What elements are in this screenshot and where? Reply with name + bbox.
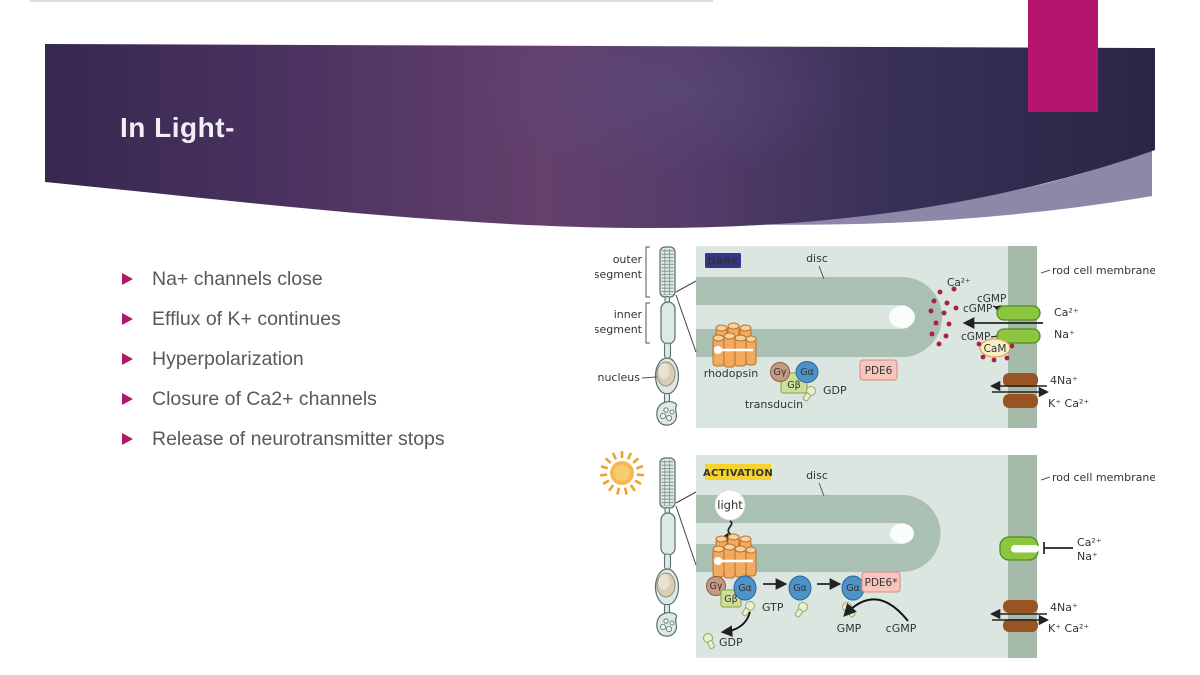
- calcium-ion-dots: [928, 286, 959, 347]
- light-circle: [714, 489, 746, 521]
- k-ca-out-label: K⁺ Ca²⁺: [1048, 622, 1089, 635]
- cgmp-gated-channel-open: [996, 328, 1041, 344]
- g-beta-label: Gβ: [724, 594, 737, 605]
- cam-label: CaM: [984, 343, 1007, 355]
- bullet-text: Release of neurotransmitter stops: [152, 427, 445, 450]
- ca-in-label: Ca²⁺: [1054, 306, 1079, 319]
- svg-text:Gα: Gα: [846, 583, 860, 594]
- exchanger-transporter: [1003, 619, 1038, 632]
- disc-hairpin: [696, 495, 941, 572]
- cgmp-label: cGMP: [961, 331, 990, 343]
- pde6-active-box: [861, 571, 901, 593]
- bullet-text: Closure of Ca2+ channels: [152, 387, 377, 410]
- list-item: Closure of Ca2+ channels: [122, 379, 445, 419]
- transducin-label: transducin: [745, 398, 803, 411]
- g-gamma-subunit: [770, 362, 790, 382]
- pde6-active-label: PDE6*: [865, 577, 898, 589]
- dark-panel: DARK disc rhodopsin Gγ Gβ Gα GDP transdu…: [595, 246, 1155, 428]
- light-label: light: [717, 498, 743, 512]
- gdp-release-arrow: [720, 611, 751, 637]
- exchanger-transporter: [1003, 394, 1038, 408]
- exchanger-transporter: [1003, 373, 1038, 387]
- cgmp-hydrolysis-arrow: [843, 598, 909, 622]
- na-in-label: Na⁺: [1054, 328, 1075, 341]
- bullet-text: Efflux of K+ continues: [152, 307, 341, 330]
- g-alpha-label: Gα: [800, 367, 814, 378]
- pde6-label: PDE6: [865, 365, 893, 377]
- membrane-label: rod cell membrane: [1052, 471, 1155, 484]
- outer-segment-label: outer: [613, 253, 643, 266]
- top-border-line: [30, 0, 713, 2]
- bullet-text: Na+ channels close: [152, 267, 323, 290]
- list-item: Na+ channels close: [122, 259, 445, 299]
- bullet-triangle-icon: [122, 433, 133, 445]
- bullet-triangle-icon: [122, 273, 133, 285]
- g-beta-label: Gβ: [787, 380, 800, 391]
- svg-text:segment: segment: [595, 323, 643, 336]
- header-band: [45, 44, 1155, 228]
- dark-badge: [705, 253, 741, 268]
- ca-ions-label: Ca²⁺: [947, 277, 971, 289]
- gdp-label: GDP: [823, 384, 847, 397]
- k-ca-out-label: K⁺ Ca²⁺: [1048, 397, 1089, 410]
- list-item: Efflux of K+ continues: [122, 299, 445, 339]
- dark-badge-label: DARK: [707, 257, 740, 268]
- activation-panel: ACTIVATION disc: [599, 451, 1155, 658]
- g-alpha-subunit: [788, 575, 812, 601]
- g-gamma-label: Gγ: [710, 581, 723, 592]
- list-item: Hyperpolarization: [122, 339, 445, 379]
- phototransduction-diagram: DARK disc rhodopsin Gγ Gβ Gα GDP transdu…: [595, 246, 1155, 658]
- cgmp-label: cGMP: [963, 303, 992, 315]
- g-alpha-subunit: [733, 575, 757, 601]
- ca-blocked-label: Ca²⁺: [1077, 536, 1102, 549]
- bullet-triangle-icon: [122, 393, 133, 405]
- bullet-text: Hyperpolarization: [152, 347, 304, 370]
- rod-cell-schematic: [654, 457, 680, 637]
- header-swoosh: [700, 148, 1152, 225]
- list-item: Release of neurotransmitter stops: [122, 419, 445, 459]
- bullet-list: Na+ channels close Efflux of K+ continue…: [122, 259, 445, 459]
- sun-icon: [599, 451, 645, 495]
- cgmp-gated-channel-open: [996, 305, 1041, 321]
- cgmp-label: cGMP: [886, 622, 917, 635]
- disc-label: disc: [806, 252, 828, 265]
- page-title: In Light-: [120, 112, 235, 143]
- disc-label: disc: [806, 469, 828, 482]
- pde6-box: [859, 359, 898, 381]
- na-out-label: 4Na⁺: [1050, 601, 1078, 614]
- g-alpha-label: Gα: [738, 583, 752, 594]
- disc-hairpin: [696, 277, 942, 357]
- membrane-label: rod cell membrane: [1052, 264, 1155, 277]
- rod-cell-schematic: [654, 246, 680, 426]
- gtp-label: GTP: [762, 601, 784, 614]
- bullet-triangle-icon: [122, 353, 133, 365]
- svg-text:Gα: Gα: [793, 583, 807, 594]
- g-alpha-subunit: [795, 361, 819, 383]
- activation-badge-label: ACTIVATION: [703, 468, 773, 479]
- calmodulin: [979, 338, 1011, 358]
- gmp-label: GMP: [837, 622, 862, 635]
- cam-ion-dots: [976, 341, 1015, 363]
- accent-rectangle: [1028, 0, 1098, 112]
- bullet-triangle-icon: [122, 313, 133, 325]
- cgmp-label: cGMP: [977, 293, 1006, 305]
- na-blocked-label: Na⁺: [1077, 550, 1098, 563]
- activation-badge: [705, 464, 771, 480]
- exchanger-transporter: [1003, 600, 1038, 613]
- svg-text:segment: segment: [595, 268, 643, 281]
- gdp-label: GDP: [719, 636, 743, 649]
- rhodopsin-label: rhodopsin: [704, 367, 759, 380]
- inner-segment-label: inner: [614, 308, 643, 321]
- nucleus-label: nucleus: [597, 371, 640, 384]
- g-gamma-label: Gγ: [774, 367, 787, 378]
- na-out-label: 4Na⁺: [1050, 374, 1078, 387]
